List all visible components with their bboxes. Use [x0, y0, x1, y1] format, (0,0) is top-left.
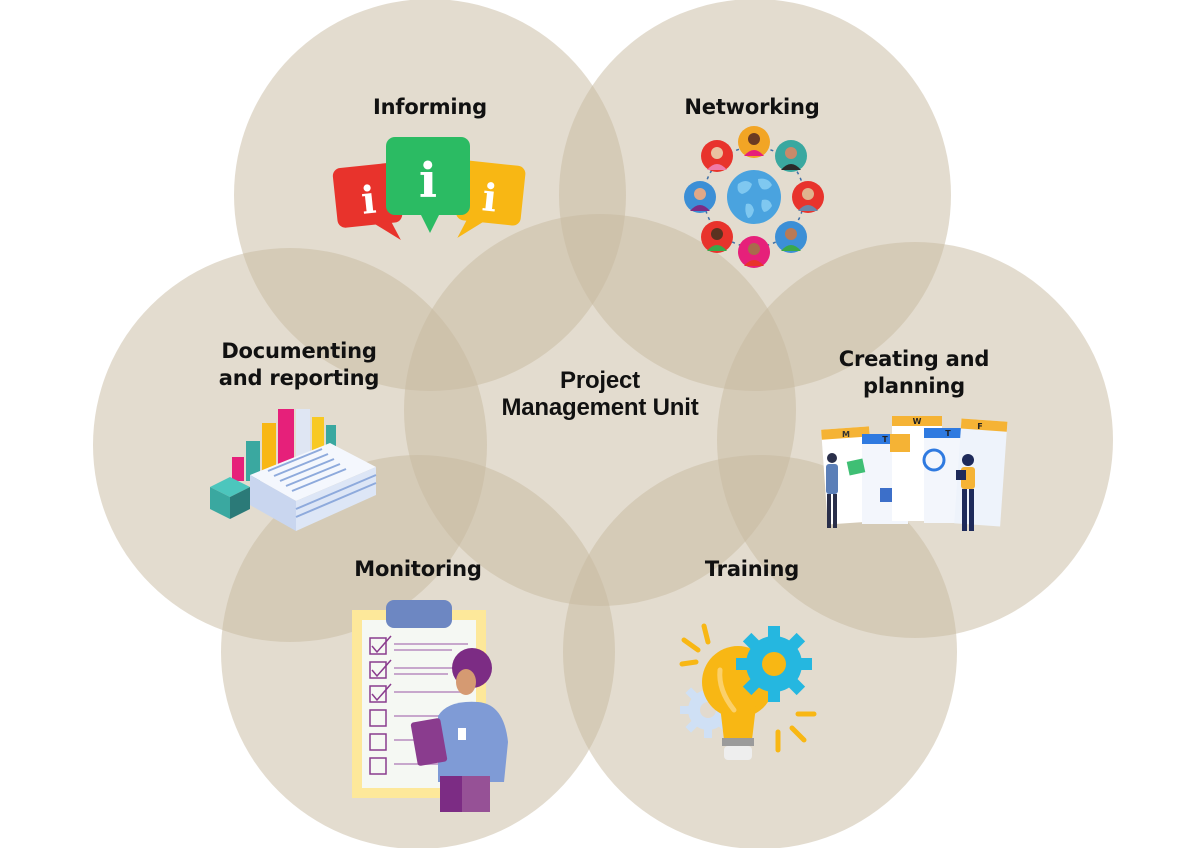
label-training: Training [704, 557, 800, 581]
lightbulb-gears-icon [679, 623, 817, 760]
label-creating: Creating and planning [838, 347, 990, 398]
label-networking: Networking [684, 95, 820, 119]
svg-text:i: i [359, 177, 378, 223]
svg-text:i: i [480, 174, 499, 220]
label-monitoring: Monitoring [354, 557, 482, 581]
checklist-clipboard-icon [352, 600, 508, 812]
label-informing: Informing [373, 95, 487, 119]
svg-text:T: T [945, 429, 951, 438]
svg-text:F: F [977, 422, 982, 431]
svg-text:M: M [842, 430, 850, 439]
svg-text:i: i [419, 153, 437, 209]
label-documenting: Documenting and reporting [218, 339, 380, 390]
weekly-calendar-planning-icon: M T W T F [821, 416, 1008, 531]
label-center: Project Management Unit [501, 367, 699, 421]
people-network-globe-icon [684, 126, 824, 268]
info-speech-bubbles-icon: i i i [332, 137, 526, 241]
bar-chart-documents-icon [210, 409, 377, 531]
svg-text:W: W [913, 417, 922, 426]
svg-text:T: T [882, 435, 888, 444]
